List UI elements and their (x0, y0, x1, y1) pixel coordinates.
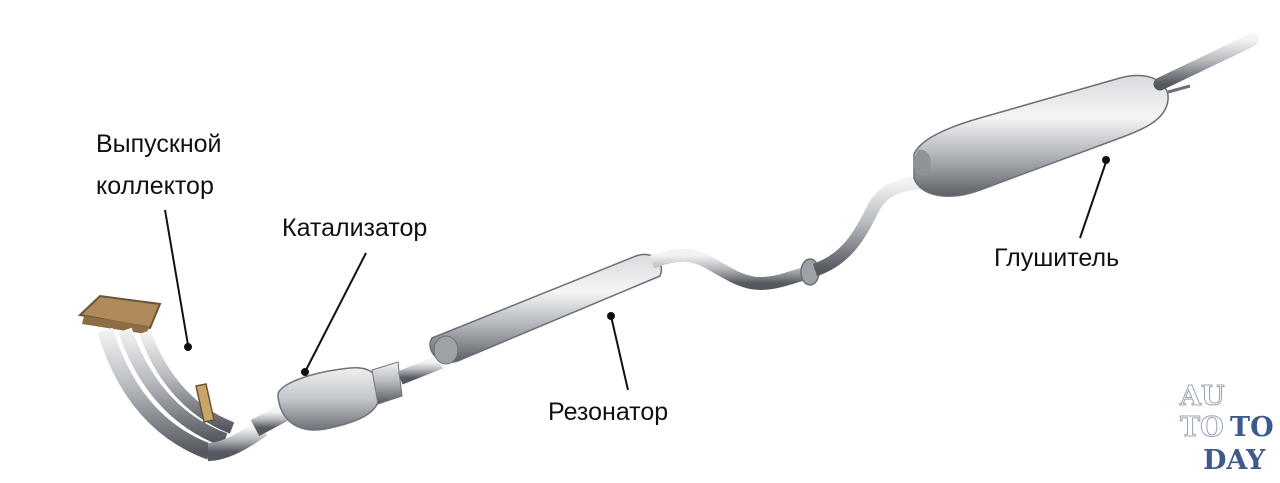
resonator-label: Резонатор (548, 398, 669, 426)
catalyst-pointer-dot (301, 368, 309, 376)
resonator-pointer (610, 315, 629, 391)
manifold-label-line2: коллектор (96, 172, 214, 200)
connecting-pipe (649, 175, 936, 290)
resonator-pointer-dot (607, 312, 615, 320)
exhaust-manifold (77, 294, 268, 461)
pointer-lines (164, 156, 1110, 391)
muffler-pointer-dot (1102, 156, 1110, 164)
watermark-day: DAY (1203, 445, 1266, 476)
watermark-to-outline: TO (1180, 412, 1225, 443)
muffler-pointer (1079, 161, 1107, 239)
manifold-pointer-dot (184, 343, 192, 351)
catalyst-label: Катализатор (282, 214, 428, 242)
watermark-au: AU (1180, 381, 1225, 412)
resonator (429, 253, 663, 365)
muffler (913, 33, 1259, 197)
muffler-label: Глушитель (994, 244, 1120, 272)
manifold-label-line1: Выпускной (96, 130, 222, 158)
watermark-to-filled: TO (1230, 412, 1274, 443)
catalyst (250, 355, 443, 436)
manifold-pointer (164, 209, 189, 346)
catalyst-pointer (305, 252, 367, 371)
